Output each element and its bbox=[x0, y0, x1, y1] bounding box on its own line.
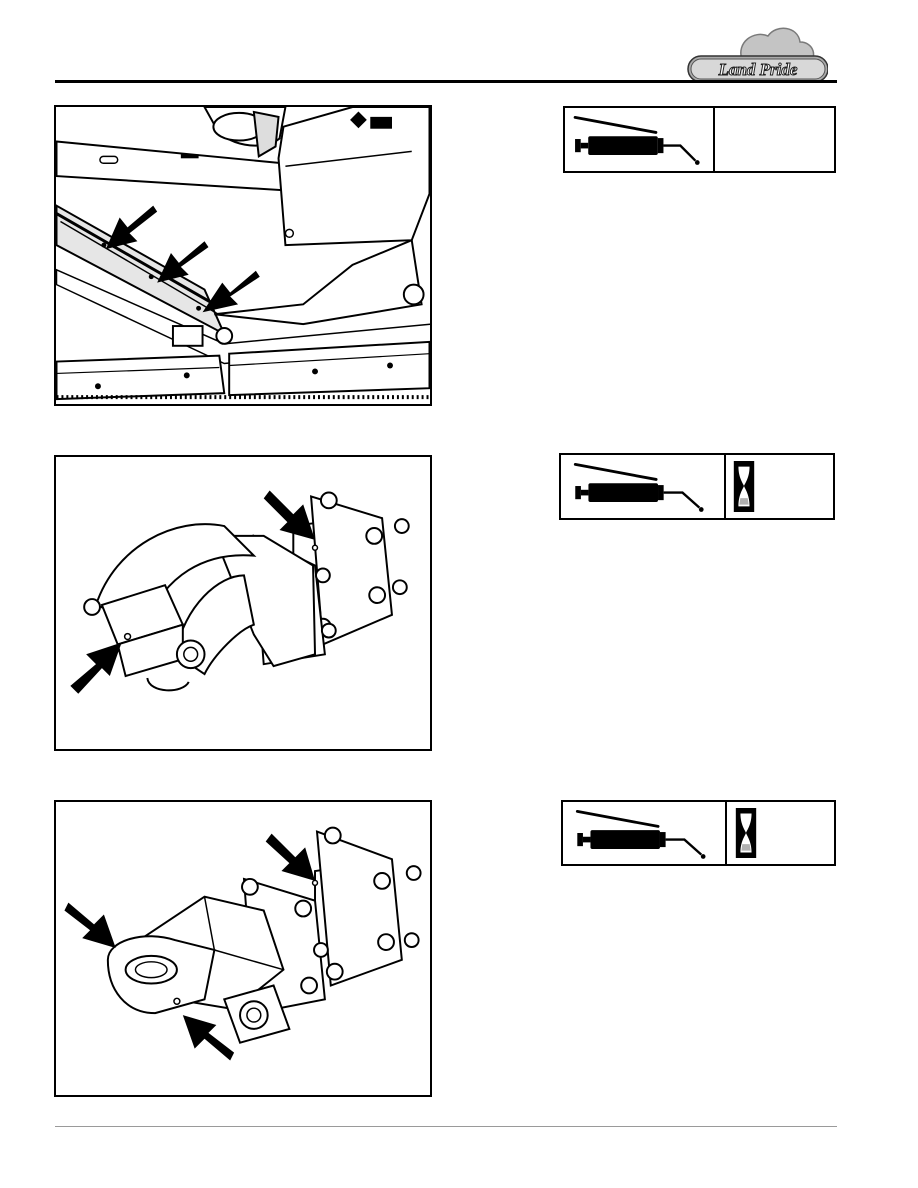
hourglass-icon bbox=[733, 461, 755, 512]
grease-gun-icon bbox=[563, 802, 727, 864]
figure-hitch-swivel bbox=[54, 455, 432, 751]
clevis-hitch-illustration bbox=[56, 802, 430, 1095]
lube-interval-text bbox=[761, 455, 833, 518]
lubrication-box bbox=[563, 106, 836, 173]
brand-logo-text: Land Pride bbox=[718, 60, 798, 79]
hitch-swivel-illustration bbox=[56, 457, 430, 749]
figure-deck-hinge bbox=[54, 105, 432, 406]
lube-interval-text bbox=[715, 108, 834, 171]
figure-clevis-hitch bbox=[54, 800, 432, 1097]
grease-gun-icon bbox=[561, 455, 726, 518]
footer-rule bbox=[55, 1126, 837, 1127]
hourglass-icon bbox=[735, 808, 757, 858]
lubrication-box bbox=[559, 453, 835, 520]
lube-interval-text bbox=[763, 802, 834, 864]
header-rule bbox=[55, 80, 837, 83]
lubrication-box bbox=[561, 800, 836, 866]
grease-gun-icon bbox=[565, 108, 715, 171]
brand-logo: Land Pride bbox=[684, 20, 828, 104]
deck-hinge-illustration bbox=[56, 107, 430, 404]
